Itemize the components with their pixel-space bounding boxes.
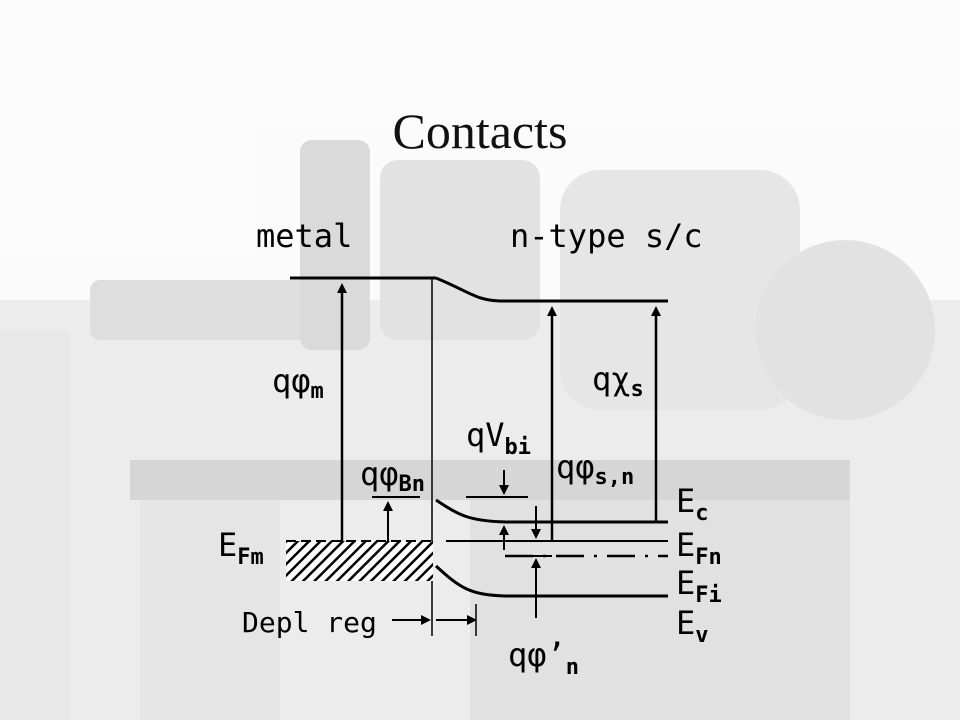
- e-c-label: Ec: [676, 482, 709, 526]
- e-v-label: Ev: [676, 604, 709, 648]
- e-fn-label: EFn: [676, 526, 722, 570]
- metal-fermi-hatch: [286, 541, 433, 581]
- valence-band-line: [434, 564, 668, 598]
- q-phi-m-label: qφm: [272, 362, 324, 404]
- conduction-band-line: [435, 498, 668, 524]
- q-phi-sn-label: qφs,n: [556, 448, 634, 490]
- e-fi-label: EFi: [676, 564, 722, 608]
- q-v-bi-label: qVbi: [466, 416, 531, 460]
- q-phi-n-prime-label: qφ’n: [508, 636, 579, 680]
- q-chi-s-label: qχs: [592, 360, 644, 402]
- e-fm-label: EFm: [218, 526, 264, 570]
- q-phi-bn-label: qφBn: [360, 455, 425, 497]
- semiconductor-vacuum-level-line: [435, 276, 668, 303]
- slide-title: Contacts: [393, 103, 568, 159]
- metal-label: metal: [256, 217, 352, 255]
- depletion-region-label: Depl reg: [242, 606, 377, 639]
- semiconductor-label: n-type s/c: [510, 217, 703, 255]
